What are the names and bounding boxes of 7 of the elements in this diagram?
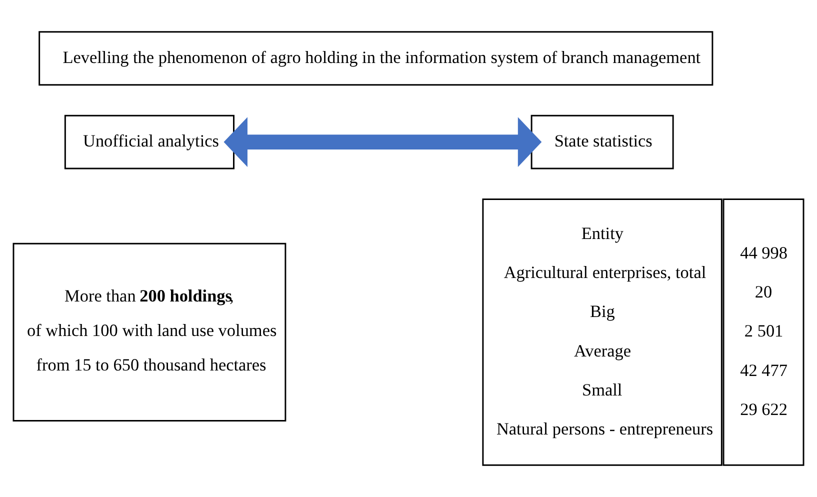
node-box: More than 200 holdings, of which 100 with land use volumes from 15 to 650 thousand hectares bbox=[12, 242, 286, 422]
node-box: 44 998 20 2 501 42 477 29 622 bbox=[722, 198, 804, 466]
node-box: Levelling the phenomenon of agro holding in the information system of branch management bbox=[38, 31, 714, 86]
node-box: Entity Agricultural enterprises, total Big Average Small Natural persons - entrepreneurs bbox=[482, 198, 722, 466]
node-box: State statistics bbox=[530, 114, 674, 170]
node-box: Unofficial analytics bbox=[64, 114, 234, 170]
arrow bbox=[224, 117, 542, 167]
